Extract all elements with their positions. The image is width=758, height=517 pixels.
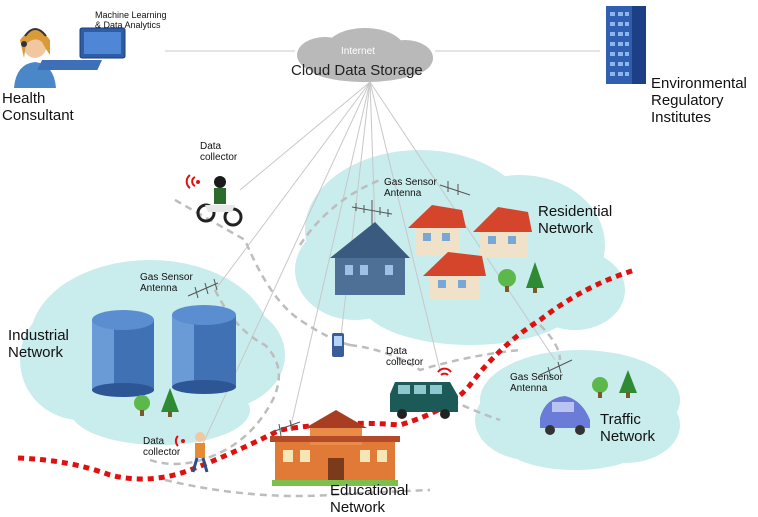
- collector-walk-label: Data collector: [143, 436, 181, 459]
- internet-cloud: [297, 28, 433, 82]
- trees-traffic-icon: [592, 370, 637, 398]
- red-house-2-icon: [473, 207, 532, 258]
- car-icon: [540, 396, 590, 435]
- cloud-storage-label: Cloud Data Storage: [291, 62, 423, 79]
- ml-analytics-label: Machine Learning & Data Analytics: [95, 10, 167, 31]
- van-collector-icon: [390, 367, 458, 419]
- red-route: [17, 267, 636, 482]
- health-consultant-label: Health Consultant: [2, 90, 74, 124]
- gas-antenna-traffic-icon: [539, 359, 573, 379]
- gas-sensor-residential-label: Gas Sensor Antenna: [384, 177, 437, 200]
- phone-icon: [332, 333, 344, 357]
- industrial-tank-1-icon: [92, 310, 154, 397]
- school-building-icon: [270, 410, 400, 486]
- gas-antenna-industrial-icon: [187, 278, 219, 299]
- industrial-network-label: Industrial Network: [8, 327, 69, 361]
- gas-antenna-school-icon: [271, 419, 301, 437]
- health-consultant-figure: [14, 28, 56, 88]
- traffic-network-label: Traffic Network: [600, 411, 656, 445]
- motorbike-collector-icon: [185, 174, 243, 227]
- red-house-3-icon: [423, 252, 486, 300]
- red-house-1-icon: [408, 205, 466, 255]
- industrial-tank-2-icon: [172, 305, 236, 394]
- gas-sensor-traffic-label: Gas Sensor Antenna: [510, 372, 563, 395]
- computer-icon: [37, 27, 126, 70]
- residential-network-label: Residential Network: [538, 203, 613, 237]
- collector-van-label: Data collector: [386, 346, 424, 369]
- internet-label: Internet: [341, 46, 375, 57]
- blue-house-icon: [330, 222, 410, 295]
- environmental-label: Environmental Regulatory Institutes: [651, 75, 747, 126]
- gas-antenna-residential-icon: [351, 181, 471, 230]
- trees-industrial-icon: [134, 388, 179, 417]
- trees-residential-icon: [498, 262, 544, 293]
- collector-bike-label: Data collector: [200, 141, 238, 164]
- educational-network-label: Educational Network: [330, 482, 409, 516]
- gas-sensor-industrial-label: Gas Sensor Antenna: [140, 272, 193, 295]
- environmental-building-icon: [606, 6, 646, 84]
- walking-collector-icon: [174, 432, 209, 473]
